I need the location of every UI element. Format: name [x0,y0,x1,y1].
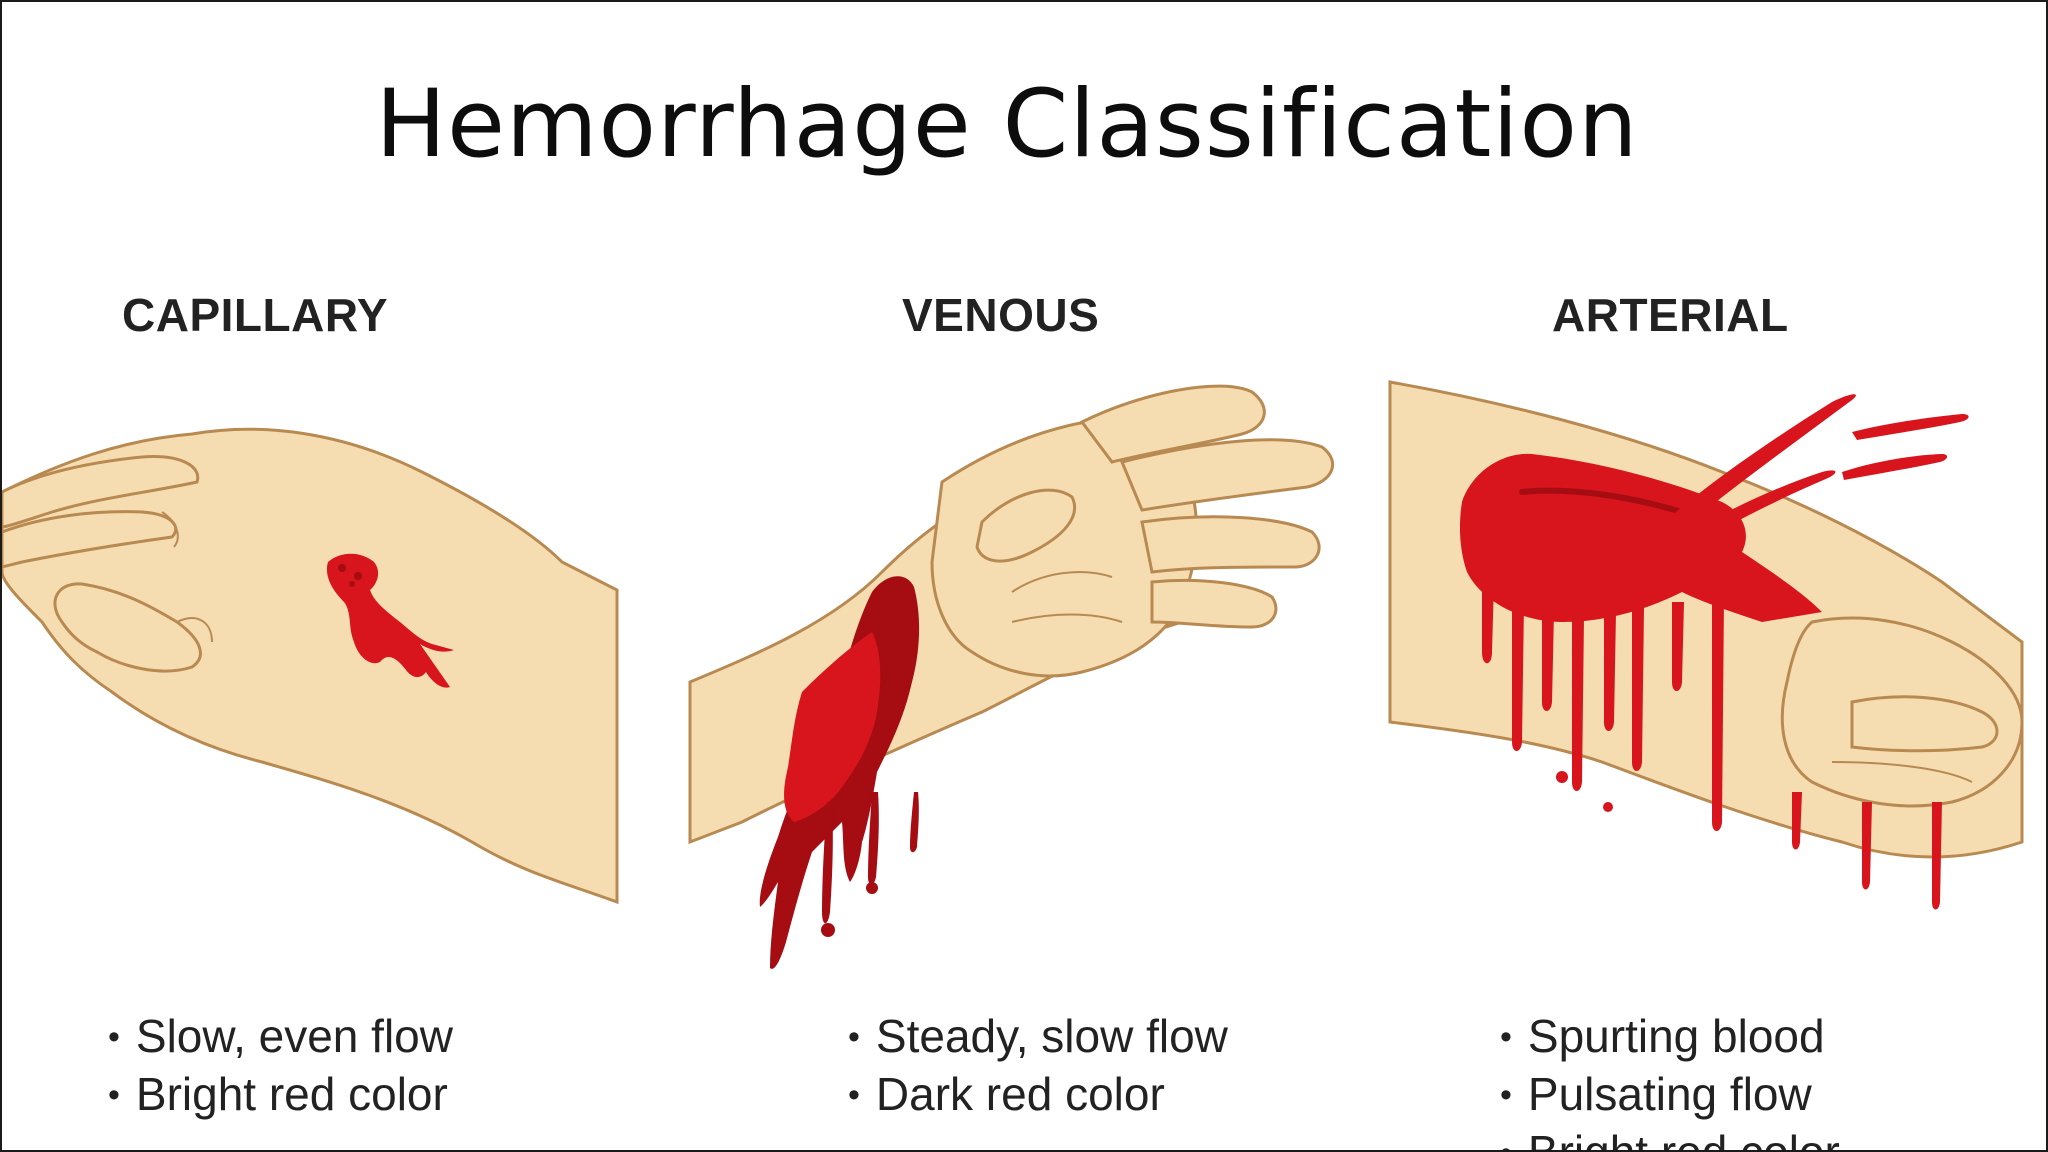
slide-title: Hemorrhage Classification [375,70,1639,179]
list-item: Bright red color [1500,1126,1840,1150]
list-item: Spurting blood [1500,1010,1840,1068]
heading-arterial: ARTERIAL [1552,289,1789,341]
arterial-bullet-list: Spurting blood Pulsating flow Bright red… [1500,1010,1840,1150]
list-item: Pulsating flow [1500,1068,1840,1126]
capillary-bullet-list: Slow, even flow Bright red color [108,1010,453,1126]
venous-bullet-list: Steady, slow flow Dark red color [848,1010,1228,1126]
list-item: Steady, slow flow [848,1010,1228,1068]
heading-capillary: CAPILLARY [122,289,389,341]
spurting-wrist-icon [1388,380,2024,910]
heading-venous: VENOUS [902,289,1100,341]
list-item: Bright red color [108,1068,453,1126]
list-item: Slow, even flow [108,1010,453,1068]
list-item: Dark red color [848,1068,1228,1126]
bleeding-wrist-icon [688,384,1335,969]
bleeding-hand-icon [2,427,619,905]
